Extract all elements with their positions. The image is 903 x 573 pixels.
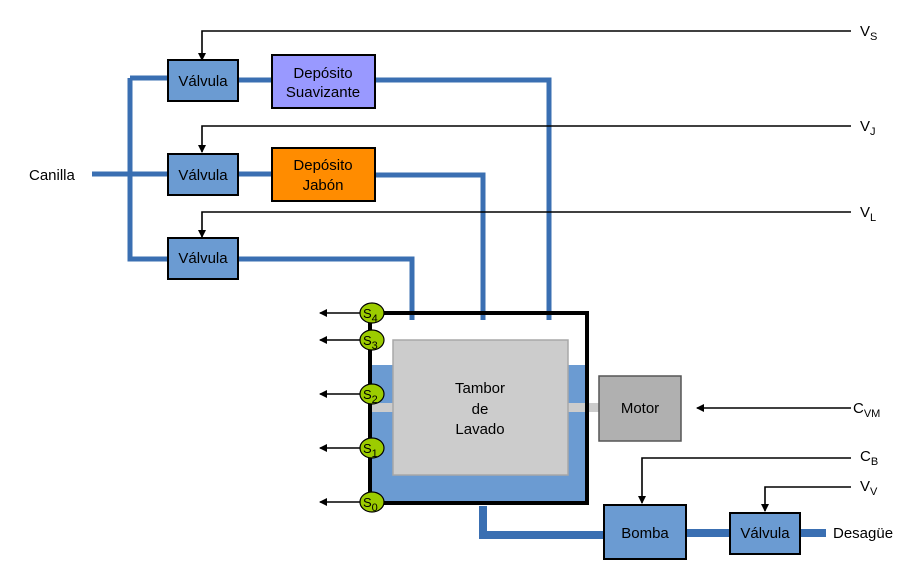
softener-label-line2: Suavizante bbox=[286, 84, 360, 101]
drum-axle-left bbox=[370, 403, 394, 412]
svg-text:S1: S1 bbox=[363, 441, 378, 460]
sensor-subscript: 4 bbox=[372, 313, 378, 325]
tap-label: Canilla bbox=[29, 167, 76, 184]
drum-label-line2: de bbox=[472, 401, 489, 418]
sensor-label: S bbox=[363, 495, 372, 510]
soap-label-line2: Jabón bbox=[303, 177, 344, 194]
sensor-subscript: 3 bbox=[372, 340, 378, 352]
svg-text:S0: S0 bbox=[363, 495, 378, 514]
valve-label: Válvula bbox=[740, 525, 790, 542]
pump: Bomba bbox=[603, 504, 687, 560]
motor: Motor bbox=[598, 375, 682, 442]
soap-to-drum-pipe bbox=[375, 172, 486, 320]
drum-label-line1: Tambor bbox=[455, 380, 505, 397]
signal-vs: VS bbox=[860, 23, 877, 43]
soap-label-line1: Depósito bbox=[293, 157, 352, 174]
sensor-s0: S0 bbox=[359, 491, 385, 514]
cb-signal-line bbox=[638, 457, 851, 504]
sensor-label: S bbox=[363, 306, 372, 321]
valve-drain: Válvula bbox=[729, 512, 801, 555]
motor-label: Motor bbox=[621, 400, 659, 417]
wash-tank: Tambor de Lavado bbox=[368, 311, 601, 505]
drain-pipe bbox=[479, 506, 604, 539]
valve-water: Válvula bbox=[167, 237, 239, 280]
vj-signal-line bbox=[198, 125, 851, 153]
sensor-subscript: 1 bbox=[372, 448, 378, 460]
sensor-s3: S3 bbox=[359, 329, 385, 352]
sensor-subscript: 2 bbox=[372, 394, 378, 406]
valve-low-to-drum-pipe bbox=[238, 256, 415, 320]
sensor-label: S bbox=[363, 333, 372, 348]
svg-text:S3: S3 bbox=[363, 333, 378, 352]
softener-label-line1: Depósito bbox=[293, 65, 352, 82]
supply-manifold bbox=[127, 75, 168, 262]
vl-signal-line bbox=[198, 211, 851, 238]
sensor-label: S bbox=[363, 387, 372, 402]
wash-drum bbox=[392, 339, 569, 476]
pipes bbox=[92, 75, 826, 539]
signal-lines bbox=[198, 30, 851, 512]
pump-label: Bomba bbox=[621, 525, 669, 542]
sensor-label: S bbox=[363, 441, 372, 456]
drain-label: Desagüe bbox=[833, 525, 893, 542]
signal-vv: VV bbox=[860, 478, 878, 498]
valve-soap: Válvula bbox=[167, 153, 239, 196]
signal-vl: VL bbox=[860, 204, 876, 224]
drum-axle-right bbox=[567, 403, 601, 412]
signal-vj: VJ bbox=[860, 118, 876, 138]
svg-text:S2: S2 bbox=[363, 387, 378, 406]
softener-to-drum-pipe bbox=[375, 77, 552, 320]
signal-cvm: CVM bbox=[853, 400, 880, 420]
soap-deposit: Depósito Jabón bbox=[271, 147, 376, 202]
sensor-subscript: 0 bbox=[372, 502, 378, 514]
valve-label: Válvula bbox=[178, 167, 228, 184]
drum-label-line3: Lavado bbox=[455, 421, 504, 438]
sensor-s1: S1 bbox=[359, 437, 385, 460]
signal-cb: CB bbox=[860, 448, 878, 468]
valve-label: Válvula bbox=[178, 250, 228, 267]
sensor-s4: S4 bbox=[359, 302, 385, 325]
svg-text:S4: S4 bbox=[363, 306, 378, 325]
valve-softener: Válvula bbox=[167, 59, 239, 102]
valve-label: Válvula bbox=[178, 73, 228, 90]
sensor-s2: S2 bbox=[359, 383, 385, 406]
softener-deposit: Depósito Suavizante bbox=[271, 54, 376, 109]
vs-signal-line bbox=[198, 30, 851, 61]
vv-signal-line bbox=[761, 486, 851, 512]
